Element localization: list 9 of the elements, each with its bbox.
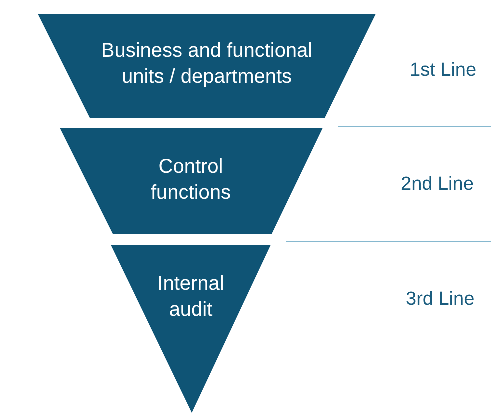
line-label: 2nd Line xyxy=(401,174,474,196)
band-label: Business and functional units / departments xyxy=(100,39,314,90)
pyramid-band xyxy=(60,128,323,234)
line-label: 1st Line xyxy=(410,60,477,82)
pyramid-tip xyxy=(111,245,271,413)
band-label: Internal audit xyxy=(156,272,226,323)
line-label: 3rd Line xyxy=(406,289,475,311)
band-label: Control functions xyxy=(150,155,232,206)
pyramid-band xyxy=(38,14,376,118)
